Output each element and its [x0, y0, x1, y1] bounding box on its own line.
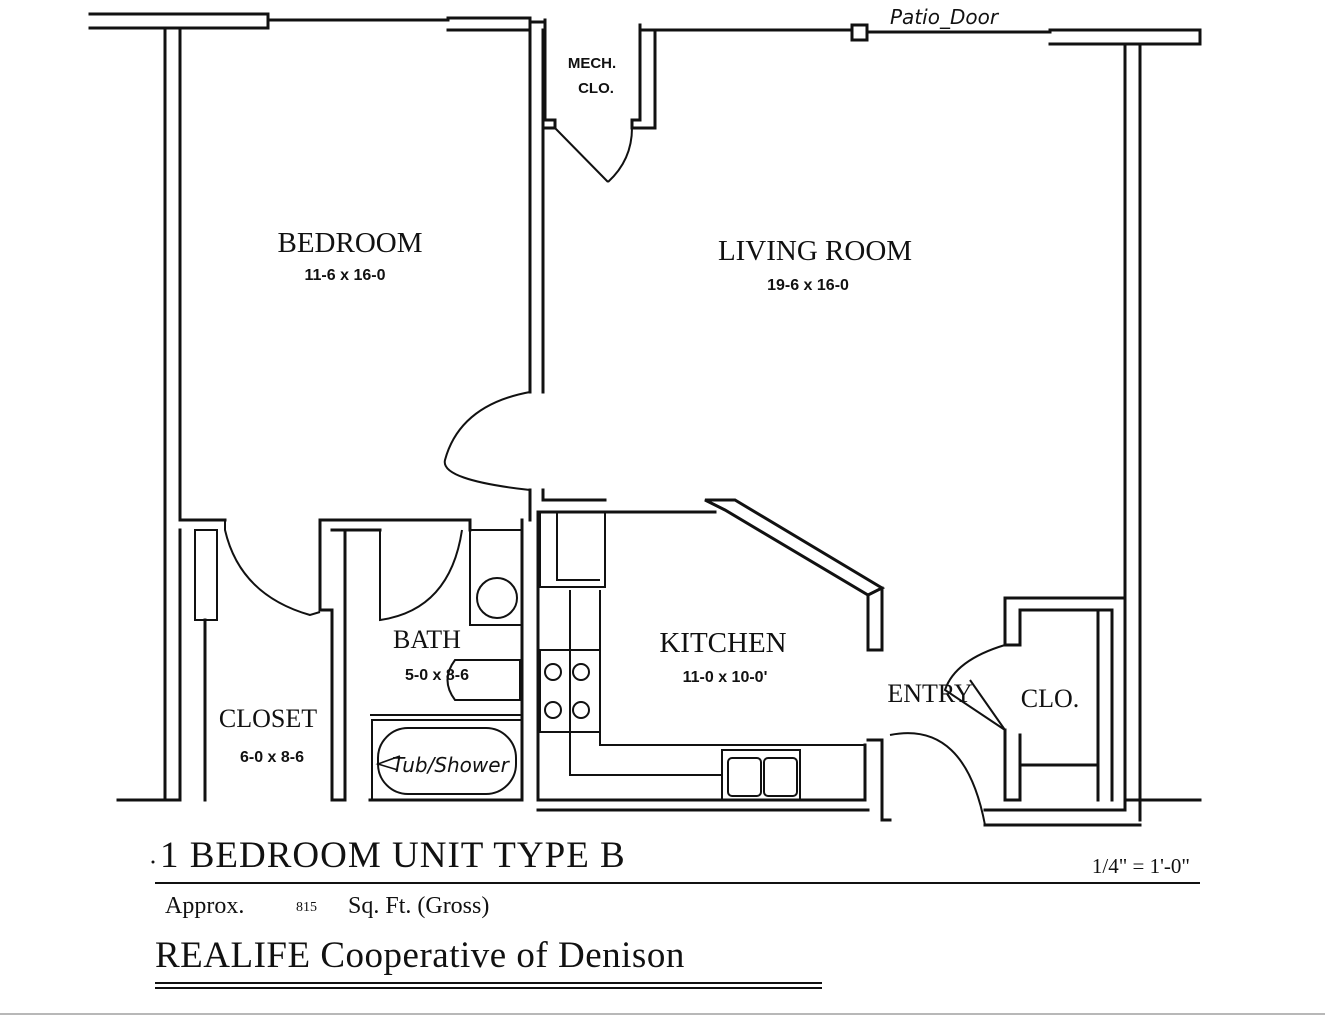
tub-shower-arrow — [375, 755, 401, 771]
kitchen-dimensions: 11-0 x 10-0' — [683, 669, 768, 686]
closet-dimensions: 6-0 x 8-6 — [240, 749, 304, 766]
cooperative-name: REALIFE Cooperative of Denison — [155, 935, 685, 976]
unit-title: 1 BEDROOM UNIT TYPE B — [160, 835, 626, 876]
title-dot — [151, 860, 155, 864]
kitchen-label: KITCHEN — [659, 627, 786, 659]
mech-closet-label-line1: MECH. — [568, 55, 616, 72]
living-room-label: LIVING ROOM — [718, 235, 912, 267]
bedroom-label: BEDROOM — [277, 227, 422, 259]
bath-dimensions: 5-0 x 8-6 — [405, 667, 469, 684]
mech-closet-label-line2: CLO. — [578, 80, 614, 97]
scale-label: 1/4" = 1'-0" — [1092, 854, 1190, 878]
patio-door-annotation: Patio_Door — [890, 5, 1000, 29]
entry-closet-label: CLO. — [1021, 684, 1080, 713]
bedroom-dimensions: 11-6 x 16-0 — [305, 267, 386, 284]
door-swings — [224, 127, 1006, 826]
walls — [88, 12, 1202, 827]
approx-prefix: Approx. — [165, 893, 244, 919]
tub-shower-annotation: Tub/Shower — [392, 753, 511, 777]
sqft-value: 815 — [296, 900, 317, 915]
entry-label: ENTRY — [887, 679, 972, 708]
closet-label: CLOSET — [219, 704, 317, 733]
approx-suffix: Sq. Ft. (Gross) — [348, 893, 489, 919]
living-room-dimensions: 19-6 x 16-0 — [767, 277, 849, 294]
bath-label: BATH — [393, 625, 461, 654]
